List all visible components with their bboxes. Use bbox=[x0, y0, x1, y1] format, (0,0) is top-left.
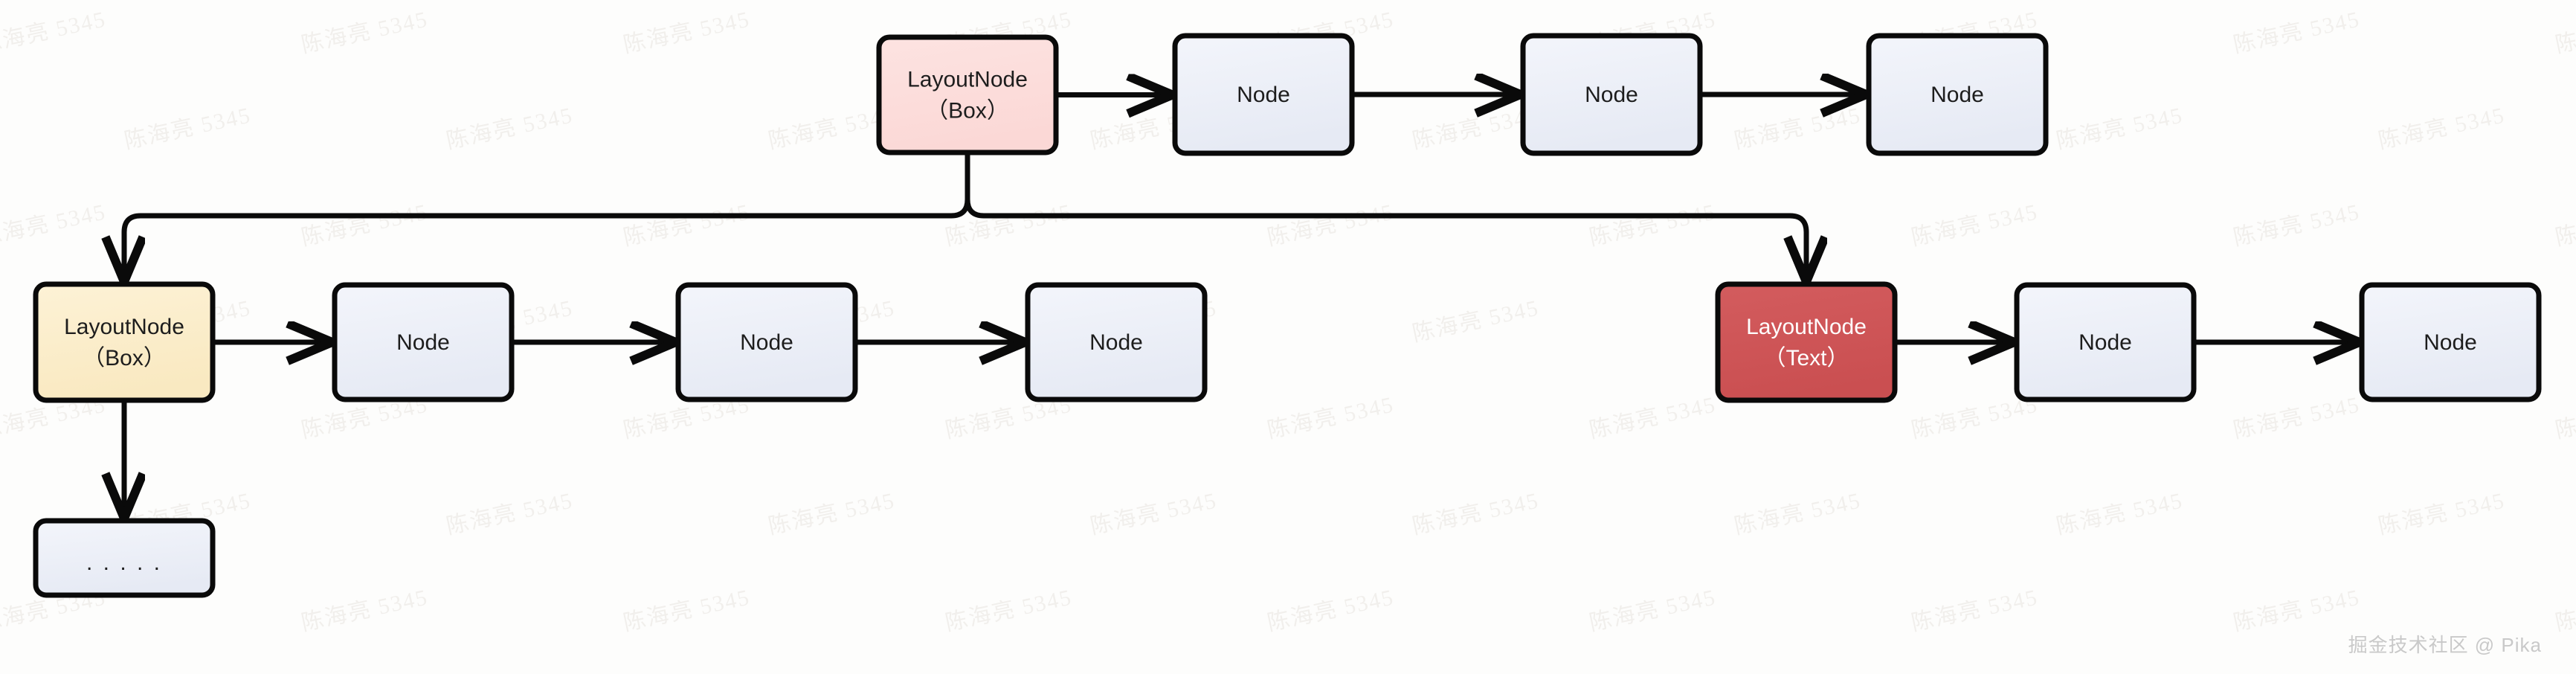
node-mid-n3[interactable]: Node bbox=[1025, 282, 1208, 402]
node-label-ellipsis: . . . . . bbox=[86, 551, 162, 575]
node-label-line2: （Box） bbox=[83, 346, 166, 370]
node-box bbox=[2014, 282, 2197, 402]
node-box bbox=[33, 281, 216, 403]
node-box bbox=[1715, 281, 1898, 403]
node-box bbox=[33, 518, 216, 598]
node-box bbox=[876, 34, 1059, 155]
node-label-line1: Node bbox=[2078, 330, 2132, 355]
node-mid-n5[interactable]: Node bbox=[2359, 282, 2542, 402]
node-box bbox=[675, 282, 858, 402]
node-mid-n1[interactable]: Node bbox=[332, 282, 515, 402]
node-box bbox=[1520, 33, 1703, 156]
node-mid-n4[interactable]: Node bbox=[2014, 282, 2197, 402]
node-box bbox=[1025, 282, 1208, 402]
node-ellipsis[interactable]: . . . . . bbox=[33, 518, 216, 598]
node-label-line1: Node bbox=[1585, 83, 1638, 107]
node-label-line1: LayoutNode bbox=[907, 67, 1028, 92]
edges-layer bbox=[124, 94, 2357, 516]
node-root[interactable]: LayoutNode （Box） bbox=[876, 34, 1059, 155]
node-mid-n2[interactable]: Node bbox=[675, 282, 858, 402]
node-box bbox=[2359, 282, 2542, 402]
footer-credit: 掘金技术社区 @ Pika bbox=[2348, 634, 2542, 656]
node-label-line1: LayoutNode bbox=[64, 315, 184, 339]
node-label-line1: Node bbox=[1089, 330, 1143, 355]
node-label-line1: Node bbox=[396, 330, 450, 355]
node-label-line1: Node bbox=[1237, 83, 1290, 107]
node-top-n3[interactable]: Node bbox=[1866, 33, 2049, 156]
node-label-line1: Node bbox=[740, 330, 793, 355]
node-mid-box[interactable]: LayoutNode （Box） bbox=[33, 281, 216, 403]
node-label-line1: Node bbox=[1931, 83, 1984, 107]
node-label-line2: （Text） bbox=[1763, 346, 1849, 370]
node-box bbox=[1172, 33, 1355, 156]
node-top-n2[interactable]: Node bbox=[1520, 33, 1703, 156]
node-box bbox=[1866, 33, 2049, 156]
node-label-line1: LayoutNode bbox=[1746, 315, 1867, 339]
node-label-line2: （Box） bbox=[926, 98, 1009, 123]
node-label-line1: Node bbox=[2424, 330, 2477, 355]
edge-root-to-mid-text bbox=[965, 153, 1806, 280]
edge-root-to-mid-box bbox=[124, 153, 970, 280]
node-top-n1[interactable]: Node bbox=[1172, 33, 1355, 156]
node-box bbox=[332, 282, 515, 402]
node-mid-text[interactable]: LayoutNode （Text） bbox=[1715, 281, 1898, 403]
